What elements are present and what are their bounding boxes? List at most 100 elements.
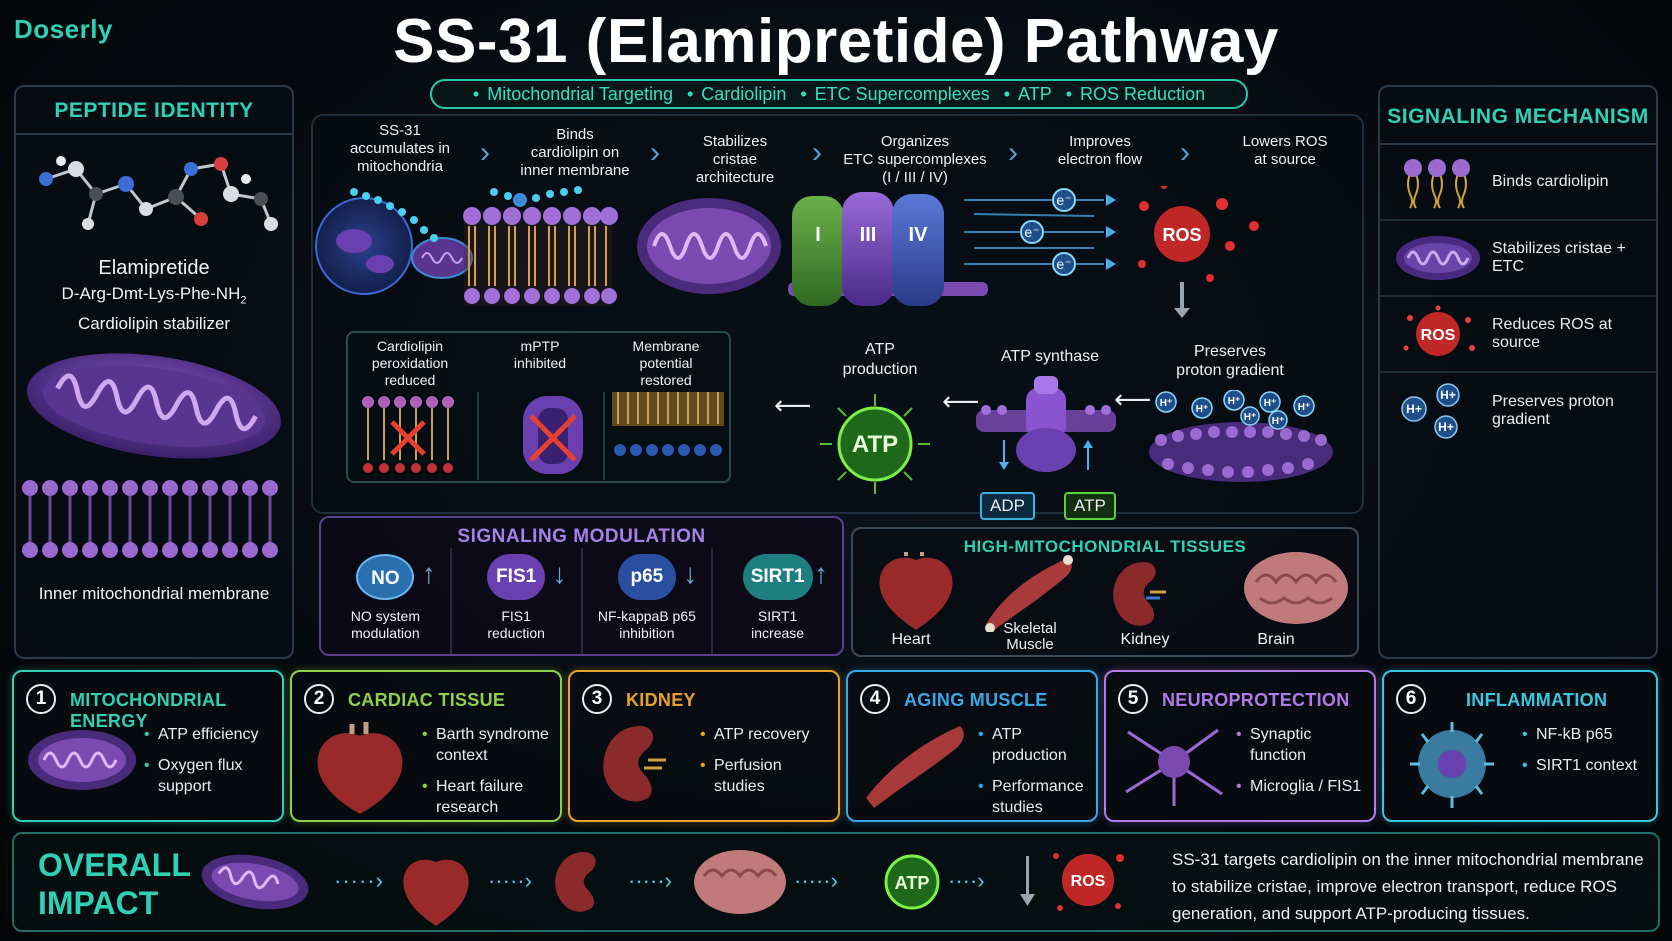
sequence-subscript: 2 (240, 294, 247, 307)
card-title: INFLAMMATION (1466, 690, 1608, 710)
mechanism-item: ROS Reduces ROS at source (1380, 297, 1656, 373)
arrow-down-icon: ↓ (683, 558, 698, 589)
impact-description: SS-31 targets cardiolipin on the inner m… (1172, 850, 1644, 923)
mitochondrion-icon (28, 730, 136, 790)
card-title: CARDIAC TISSUE (348, 690, 506, 710)
proton-text: H⁺ (1264, 398, 1277, 409)
membrane-label: Inner mitochondrial membrane (38, 584, 270, 604)
tag: ETC Supercomplexes (800, 84, 990, 105)
arrow-up-icon: ↑ (814, 558, 828, 589)
atp-text: ATP (852, 431, 898, 458)
proton-text: H⁺ (1196, 404, 1209, 415)
card-number: 2 (304, 684, 334, 714)
mitochondrion-icon (27, 353, 281, 460)
cardiolipin-membrane-icon (463, 186, 618, 306)
heart-icon (403, 859, 469, 926)
electron-label: e⁻ (1056, 192, 1071, 208)
card-bullet: ATP efficiency (144, 724, 259, 745)
arrow-down-icon (1174, 282, 1190, 318)
info-card: 3KIDNEYATP recoveryPerfusionstudies (568, 670, 840, 822)
arrow-down-icon: ↓ (552, 558, 567, 589)
card-title: NEUROPROTECTION (1162, 690, 1350, 710)
tissues-illustration (879, 552, 1348, 632)
tissue-label: Heart (891, 631, 931, 648)
brand-logo: Doserly (14, 14, 113, 44)
impact-flow-illustration: ·····› ·····› ·····› ·····› ATP ····› RO… (201, 850, 1124, 926)
proton-text: H+ (1440, 388, 1456, 402)
peptide-name: Elamipretide (98, 257, 210, 279)
card-title: MITOCHONDRIAL ENERGY (70, 690, 227, 731)
electron-label: e⁻ (1024, 224, 1039, 240)
immune-cell-icon (1410, 722, 1494, 808)
cristae-icon (637, 198, 781, 294)
sequence-text: D-Arg-Dmt-Lys-Phe-NH (61, 284, 241, 303)
tag: ATP (1004, 84, 1052, 105)
proton-text: H⁺ (1298, 402, 1311, 413)
peptide-sequence: D-Arg-Dmt-Lys-Phe-NH2 (16, 284, 292, 306)
topic-tags: Mitochondrial Targeting Cardiolipin ETC … (430, 79, 1248, 109)
mechanism-item: Stabilizes cristae + ETC (1380, 221, 1656, 297)
peroxidation-icon (362, 396, 454, 473)
etc-complex-icon: I III IV (788, 192, 988, 306)
atp-text: ATP (895, 873, 930, 893)
proton-gradient-icon: H⁺ H⁺ H⁺ H⁺ H⁺ H⁺ H⁺ (1149, 390, 1333, 482)
pathway-top-illustration: I III IV e⁻ e⁻ e⁻ ROS (315, 186, 1259, 318)
dotted-arrow-icon: ·····› (794, 868, 838, 893)
mechanism-label: Stabilizes cristae + ETC (1492, 240, 1626, 275)
atp-glow-icon: ATP (884, 854, 940, 910)
kidney-icon (555, 852, 596, 912)
card-bullet: ATP production (978, 724, 1096, 766)
mechanism-item: H+ H+ H+ Preserves proton gradient (1380, 373, 1656, 449)
complex-label: IV (909, 224, 929, 246)
dotted-arrow-icon: ·····› (334, 868, 384, 893)
ros-text: ROS (1421, 327, 1456, 344)
ros-icon: ROS (1053, 853, 1124, 911)
atp-glow-icon: ATP (820, 394, 930, 494)
card-bullets: Barth syndromecontextHeart failureresear… (422, 724, 549, 828)
info-card: 5NEUROPROTECTIONSynapticfunctionMicrogli… (1104, 670, 1376, 822)
panel-title: PEPTIDE IDENTITY (16, 99, 292, 135)
atp-synthase-label: ATP synthase (1000, 348, 1100, 365)
neuron-icon (1125, 728, 1223, 806)
signaling-mechanism-panel: SIGNALING MECHANISM Binds cardiolipin St… (1378, 85, 1658, 659)
mechanism-item: Binds cardiolipin (1380, 145, 1656, 221)
tag: ROS Reduction (1066, 84, 1205, 105)
atp-chip: ATP (1064, 492, 1116, 520)
atp-synthase-icon (976, 376, 1116, 472)
card-number: 4 (860, 684, 890, 714)
muscle-icon (866, 726, 964, 808)
card-title: AGING MUSCLE (904, 690, 1048, 710)
tissue-label: Kidney (1120, 631, 1170, 648)
brain-icon (694, 850, 786, 914)
electron-flow-icon: e⁻ e⁻ e⁻ (964, 188, 1116, 276)
mechanism-label: Binds cardiolipin (1492, 173, 1609, 190)
card-number: 5 (1118, 684, 1148, 714)
arrow-left-icon: ⟵ (774, 390, 812, 420)
proton-text: H+ (1438, 420, 1454, 434)
card-number: 3 (582, 684, 612, 714)
molecule-icon (39, 156, 278, 231)
mitochondrion-icon (201, 854, 309, 910)
card-bullet: SIRT1 context (1522, 755, 1637, 776)
proton-text: H⁺ (1160, 398, 1173, 409)
